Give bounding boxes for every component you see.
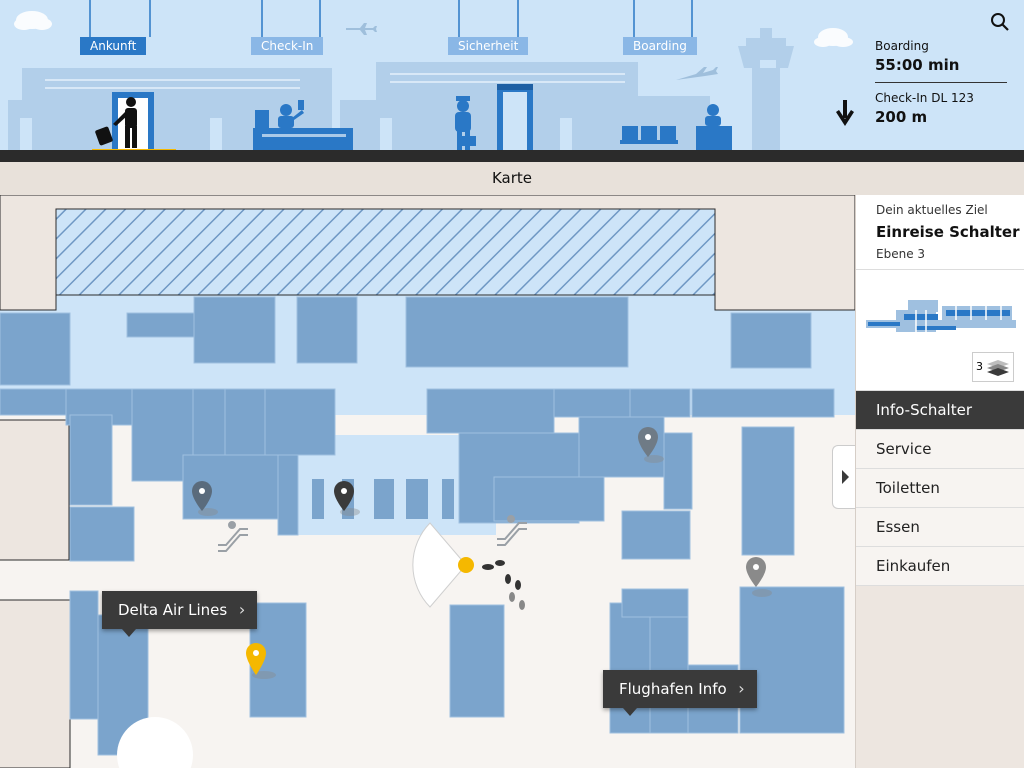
- callout-delta-air-lines[interactable]: Delta Air Lines ›: [102, 591, 258, 637]
- search-icon: [991, 13, 1009, 31]
- stage-label: Ankunft: [90, 39, 137, 53]
- menu-item-einkaufen[interactable]: Einkaufen: [856, 547, 1024, 586]
- page-title: Karte: [491, 169, 533, 187]
- menu-item-service[interactable]: Service: [856, 430, 1024, 469]
- callout-flughafen-info[interactable]: Flughafen Info ›: [603, 670, 757, 716]
- menu-item-label: Toiletten: [876, 479, 940, 497]
- panel-toggle-button[interactable]: [832, 445, 855, 509]
- callout-pointer: [623, 708, 637, 716]
- callout-pointer: [122, 629, 136, 637]
- menu-item-label: Service: [876, 440, 932, 458]
- minimap-illustration: [866, 300, 1016, 332]
- map-canvas[interactable]: [0, 195, 855, 768]
- chevron-right-icon: ›: [238, 600, 246, 619]
- side-panel: Dein aktuelles Ziel Einreise Schalter Eb…: [855, 195, 1024, 768]
- level-number: 3: [976, 360, 983, 373]
- triangle-right-icon: [842, 470, 849, 484]
- menu-item-label: Essen: [876, 518, 920, 536]
- boarding-time: 55:00 min: [875, 56, 960, 74]
- level-selector-button[interactable]: 3: [972, 352, 1014, 382]
- stage-label: Boarding: [633, 39, 687, 53]
- checkin-label: Check-In DL 123: [875, 91, 974, 105]
- stage-label: Check-In: [261, 39, 314, 53]
- callout-label: Flughafen Info: [619, 680, 727, 698]
- title-bar: Karte: [0, 158, 1024, 195]
- trip-status: Boarding 55:00 min Check-In DL 123 200 m: [875, 39, 1007, 126]
- divider: [875, 82, 1007, 83]
- stage-boarding[interactable]: Boarding: [623, 37, 697, 55]
- menu-item-label: Einkaufen: [876, 557, 951, 575]
- boarding-label: Boarding: [875, 39, 929, 53]
- menu-item-essen[interactable]: Essen: [856, 508, 1024, 547]
- restricted-area: [55, 208, 716, 296]
- floor-map[interactable]: Delta Air Lines › Flughafen Info ›: [0, 195, 855, 768]
- search-button[interactable]: [988, 10, 1012, 34]
- current-destination: Dein aktuelles Ziel Einreise Schalter Eb…: [856, 195, 1024, 270]
- checkin-distance: 200 m: [875, 108, 928, 126]
- menu-item-info-schalter[interactable]: Info-Schalter: [856, 391, 1024, 430]
- destination-name: Einreise Schalter: [876, 223, 1020, 241]
- chevron-right-icon: ›: [738, 679, 745, 698]
- callout-label: Delta Air Lines: [118, 601, 228, 619]
- stage-check-in[interactable]: Check-In: [251, 37, 324, 55]
- stage-sicherheit[interactable]: Sicherheit: [448, 37, 529, 55]
- stage-ankunft[interactable]: Ankunft: [80, 37, 147, 55]
- journey-header: Ankunft Check-In Sicherheit Boarding Boa…: [0, 0, 1024, 158]
- destination-level: Ebene 3: [876, 247, 926, 261]
- layers-icon: [987, 360, 1009, 376]
- menu-item-label: Info-Schalter: [876, 401, 972, 419]
- menu-item-toiletten[interactable]: Toiletten: [856, 469, 1024, 508]
- level-overview[interactable]: 3: [856, 270, 1024, 391]
- destination-label: Dein aktuelles Ziel: [876, 203, 988, 217]
- stage-label: Sicherheit: [458, 39, 519, 53]
- airport-illustration: [0, 0, 1024, 158]
- arrow-down-icon: [836, 100, 854, 126]
